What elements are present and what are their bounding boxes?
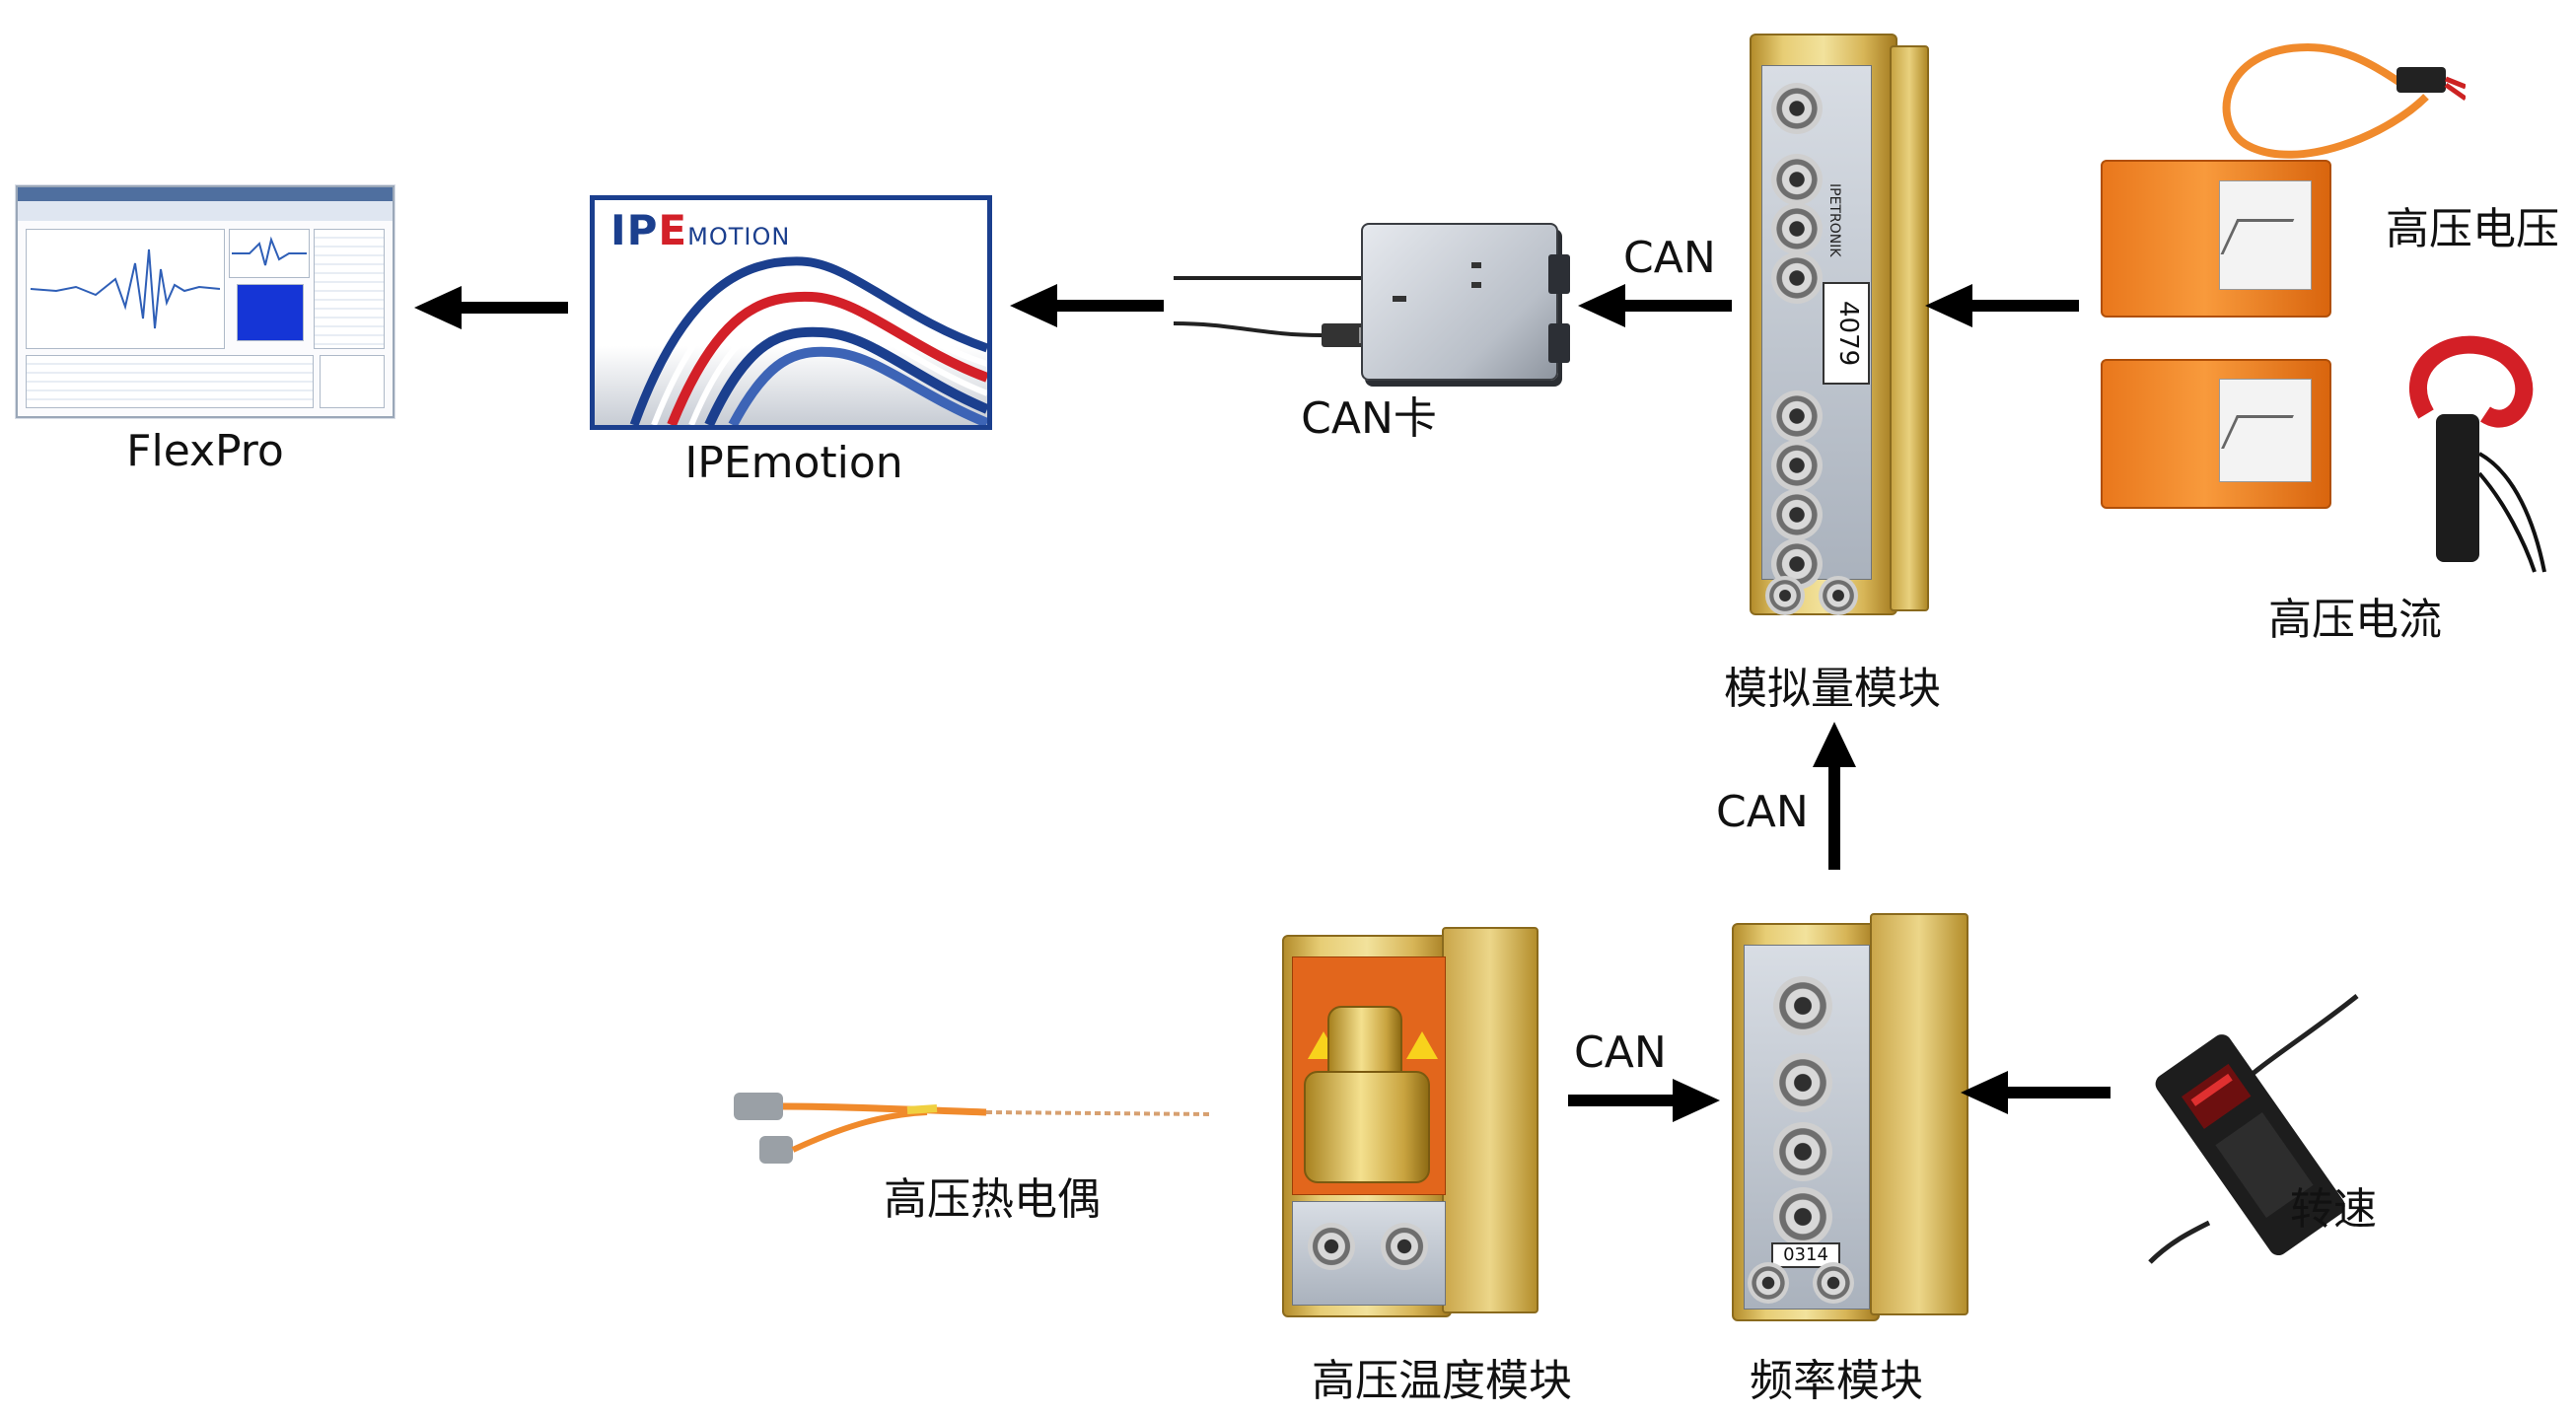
analog-module-label: 模拟量模块 xyxy=(1724,664,1941,714)
hv-current-unit xyxy=(2101,359,2331,509)
arrow-temp-to-freq xyxy=(1568,1079,1720,1122)
can-card-label: CAN卡 xyxy=(1301,393,1437,444)
arrow-analog-to-can-card xyxy=(1578,284,1732,327)
hv-temp-module-device xyxy=(1282,927,1538,1317)
ipemotion-label: IPEmotion xyxy=(684,438,903,488)
ipemotion-logo: IPEMOTION xyxy=(590,195,992,430)
arrow-can-card-to-ipemotion xyxy=(1010,284,1164,327)
freq-module-label: 频率模块 xyxy=(1750,1356,1923,1406)
hv-thermocouple-cable xyxy=(734,1093,1214,1164)
analog-module-model: 4079 xyxy=(1823,282,1870,385)
analog-module-device: 4079 IPETRONIK xyxy=(1750,34,1929,615)
flexpro-label: FlexPro xyxy=(126,426,284,476)
ipemotion-curves xyxy=(629,256,987,425)
speed-label: 转速 xyxy=(2290,1184,2377,1235)
link-label-can-card-analog: CAN xyxy=(1623,233,1716,283)
arrow-sensors-to-analog xyxy=(1925,284,2079,327)
hv-current-clamp xyxy=(2409,335,2546,573)
waveform-plot xyxy=(30,248,221,329)
can-card-device xyxy=(1361,223,1570,381)
hv-thermocouple-label: 高压热电偶 xyxy=(884,1174,1101,1225)
speed-sensor-device xyxy=(2148,994,2359,1264)
hv-voltage-cable xyxy=(2222,43,2466,159)
hv-temp-module-label: 高压温度模块 xyxy=(1312,1356,1572,1406)
arrow-ipemotion-to-flexpro xyxy=(414,286,568,329)
analog-module-brand: IPETRONIK xyxy=(1826,183,1842,257)
flexpro-screenshot xyxy=(16,185,394,418)
hv-voltage-label: 高压电压 xyxy=(2386,204,2559,254)
hv-voltage-unit xyxy=(2101,160,2331,318)
can-card-cables xyxy=(1174,276,1371,347)
arrow-freq-to-analog xyxy=(1813,722,1856,870)
ipemotion-logo-text: IPEMOTION xyxy=(610,206,791,254)
hv-current-label: 高压电流 xyxy=(2268,595,2442,645)
arrow-speed-to-freq xyxy=(1961,1071,2111,1114)
link-label-freq-analog: CAN xyxy=(1716,787,1809,837)
freq-module-model: 0314 xyxy=(1771,1242,1840,1268)
link-label-temp-freq: CAN xyxy=(1574,1027,1667,1078)
freq-module-device: 0314 xyxy=(1732,913,1968,1321)
